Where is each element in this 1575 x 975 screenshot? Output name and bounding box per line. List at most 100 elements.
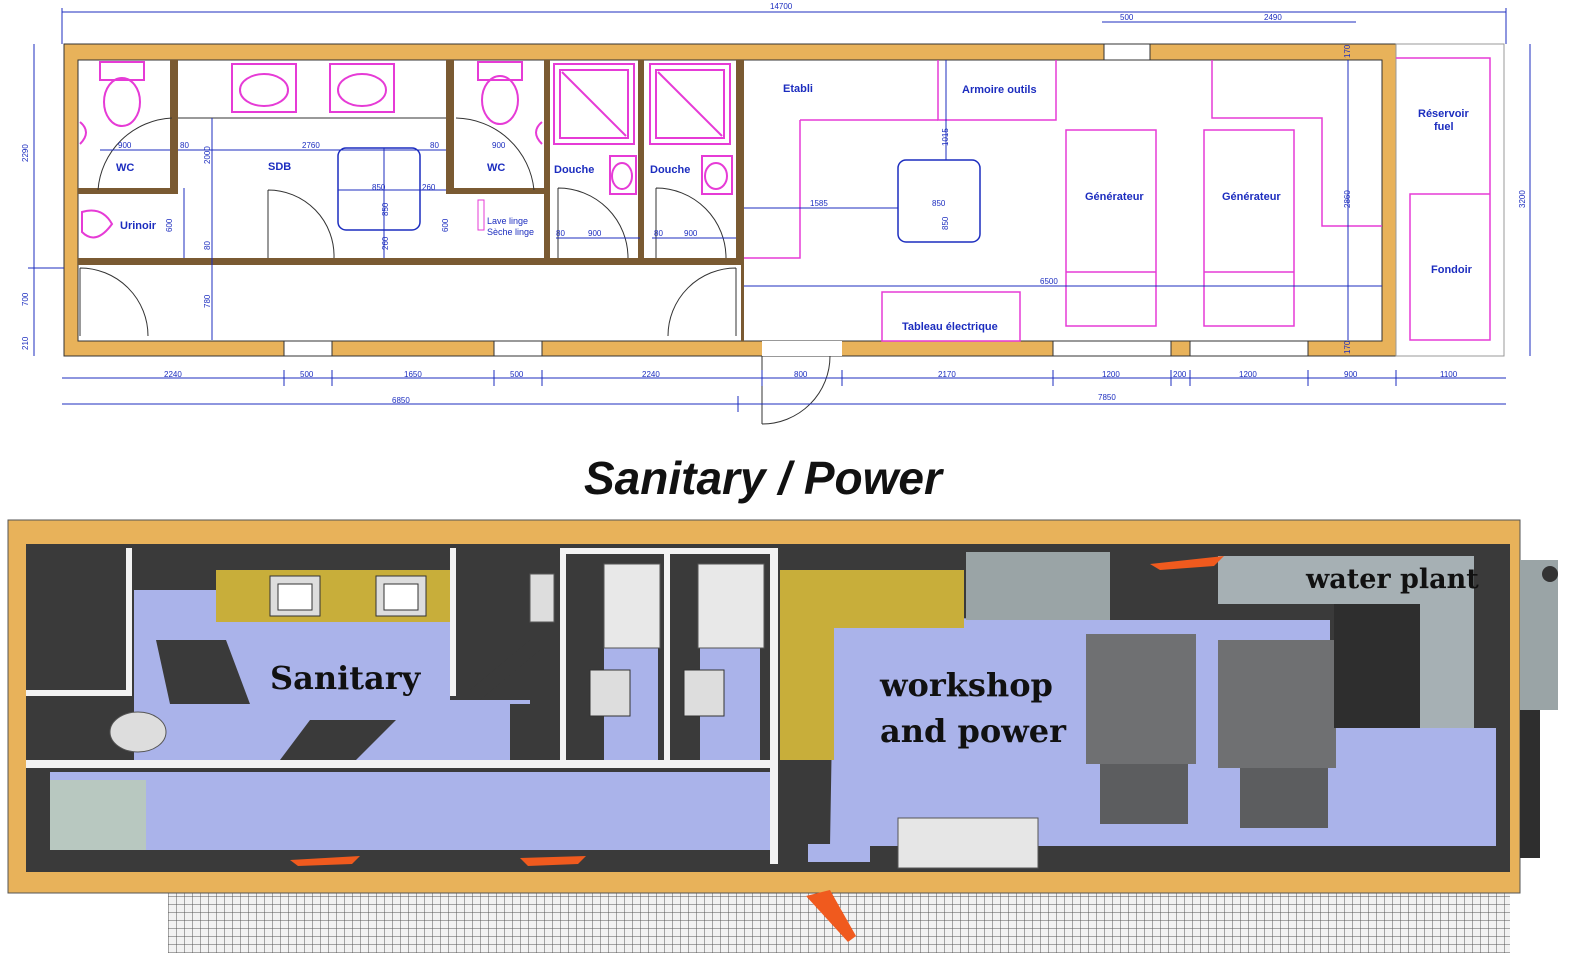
dim-i-a: 900	[118, 141, 132, 150]
generator-2-top	[1218, 640, 1336, 768]
room-wc2: WC	[487, 162, 505, 174]
turning-circle-1	[337, 147, 421, 231]
dim-i-e: 900	[492, 141, 506, 150]
room-armoire: Armoire outils	[962, 84, 1037, 96]
generator-2-bottom	[1240, 768, 1328, 828]
dim-i-i: 850	[381, 202, 390, 216]
dim-right-total: 7850	[1098, 393, 1116, 402]
dim-i-k: 600	[165, 218, 174, 232]
urinal-icon	[81, 209, 114, 239]
dim-left-total: 6850	[392, 396, 410, 405]
dim-i-y: 170	[1343, 44, 1352, 58]
side-module	[1520, 560, 1558, 710]
sdb-sinks	[231, 63, 395, 113]
label-power: and power	[880, 712, 1067, 750]
dim-i-v: 850	[941, 216, 950, 230]
dim-i-f: 2000	[203, 146, 212, 164]
dim-i-q: 80	[654, 229, 663, 238]
dim-i-p: 900	[588, 229, 602, 238]
dim-b8: 1200	[1102, 370, 1120, 379]
dim-i-n: 600	[441, 218, 450, 232]
room-sdb: SDB	[268, 161, 291, 173]
window-bottom-4	[1189, 340, 1309, 357]
dim-i-c: 2760	[302, 141, 320, 150]
diagram-title: Sanitary / Power	[584, 452, 944, 504]
side-module-knob	[1542, 566, 1558, 582]
dim-i-o: 80	[556, 229, 565, 238]
room-douche2: Douche	[650, 164, 690, 176]
electrical-panel	[897, 817, 1039, 869]
dim-total-length: 14700	[770, 2, 793, 11]
dim-window-offset: 2490	[1264, 13, 1282, 22]
room-etabli: Etabli	[783, 83, 813, 95]
dim-i-s: 1015	[941, 128, 950, 146]
dim-i-j: 260	[381, 236, 390, 250]
dimension-lines	[28, 8, 1531, 405]
room-douche1: Douche	[554, 164, 594, 176]
toilet-icon	[109, 711, 167, 753]
room-gen1: Générateur	[1085, 191, 1144, 203]
dim-b1: 2240	[164, 370, 182, 379]
room-wc1: WC	[116, 162, 134, 174]
dim-total-width: 3200	[1518, 190, 1527, 208]
generator-1-top	[1086, 634, 1196, 764]
door-gap	[762, 341, 842, 356]
dim-i-b: 80	[180, 141, 189, 150]
workbench	[780, 570, 964, 760]
generator-1-bottom	[1100, 764, 1188, 824]
room-reservoir1: Réservoir	[1418, 108, 1469, 120]
render-showers	[603, 563, 765, 649]
dim-b7: 2170	[938, 370, 956, 379]
dim-i-d: 80	[430, 141, 439, 150]
shower-fixtures	[553, 63, 733, 195]
dim-i-r: 900	[684, 229, 698, 238]
dim-b3: 1650	[404, 370, 422, 379]
workshop-furniture	[744, 57, 1491, 342]
room-reservoir2: fuel	[1434, 121, 1454, 133]
urinal-render	[529, 573, 555, 623]
side-module-dark	[1520, 710, 1540, 858]
dim-i-u: 850	[932, 199, 946, 208]
room-tableau: Tableau électrique	[902, 321, 998, 333]
entry-door-2	[667, 267, 737, 337]
room-fondoir: Fondoir	[1431, 264, 1473, 276]
render-partitions	[26, 548, 778, 864]
dim-i-h: 260	[422, 183, 436, 192]
wc2-fixtures	[477, 61, 543, 145]
dim-i-t: 1585	[810, 199, 828, 208]
dim-window-width: 500	[1120, 13, 1134, 22]
water-plant-box	[1218, 556, 1474, 604]
dim-b12: 1100	[1440, 370, 1458, 379]
room-lave: Lave linge	[487, 216, 528, 226]
dim-left-height: 2290	[21, 144, 30, 162]
render-view: Sanitary workshop and power water plant	[7, 519, 1558, 953]
dim-210: 210	[21, 336, 30, 350]
entry-door-1	[79, 267, 149, 337]
dim-b10: 1200	[1239, 370, 1257, 379]
tool-cabinet	[966, 552, 1110, 620]
turning-circle-2	[897, 159, 981, 243]
window-top	[1103, 43, 1151, 61]
render-sinks	[269, 575, 725, 717]
dim-b5: 2240	[642, 370, 660, 379]
wc1-fixtures	[79, 61, 145, 145]
window-bottom-1	[283, 340, 333, 357]
label-workshop: workshop	[879, 666, 1053, 704]
workshop-door	[761, 355, 831, 425]
dim-i-l: 80	[203, 241, 212, 250]
dim-i-m: 780	[203, 294, 212, 308]
fuel-annex	[1395, 43, 1505, 357]
label-water-plant: water plant	[1305, 564, 1479, 595]
room-urinoir: Urinoir	[120, 220, 157, 232]
sanitary-door-glass	[50, 780, 146, 850]
window-bottom-3	[1052, 340, 1172, 357]
sdb-door	[267, 189, 335, 259]
render-dark-walls	[132, 548, 700, 760]
dim-b4: 500	[510, 370, 524, 379]
room-seche: Sèche linge	[487, 227, 534, 237]
dim-b2: 500	[300, 370, 314, 379]
dim-700: 700	[21, 292, 30, 306]
dim-b11: 900	[1344, 370, 1358, 379]
partitions	[78, 60, 744, 341]
